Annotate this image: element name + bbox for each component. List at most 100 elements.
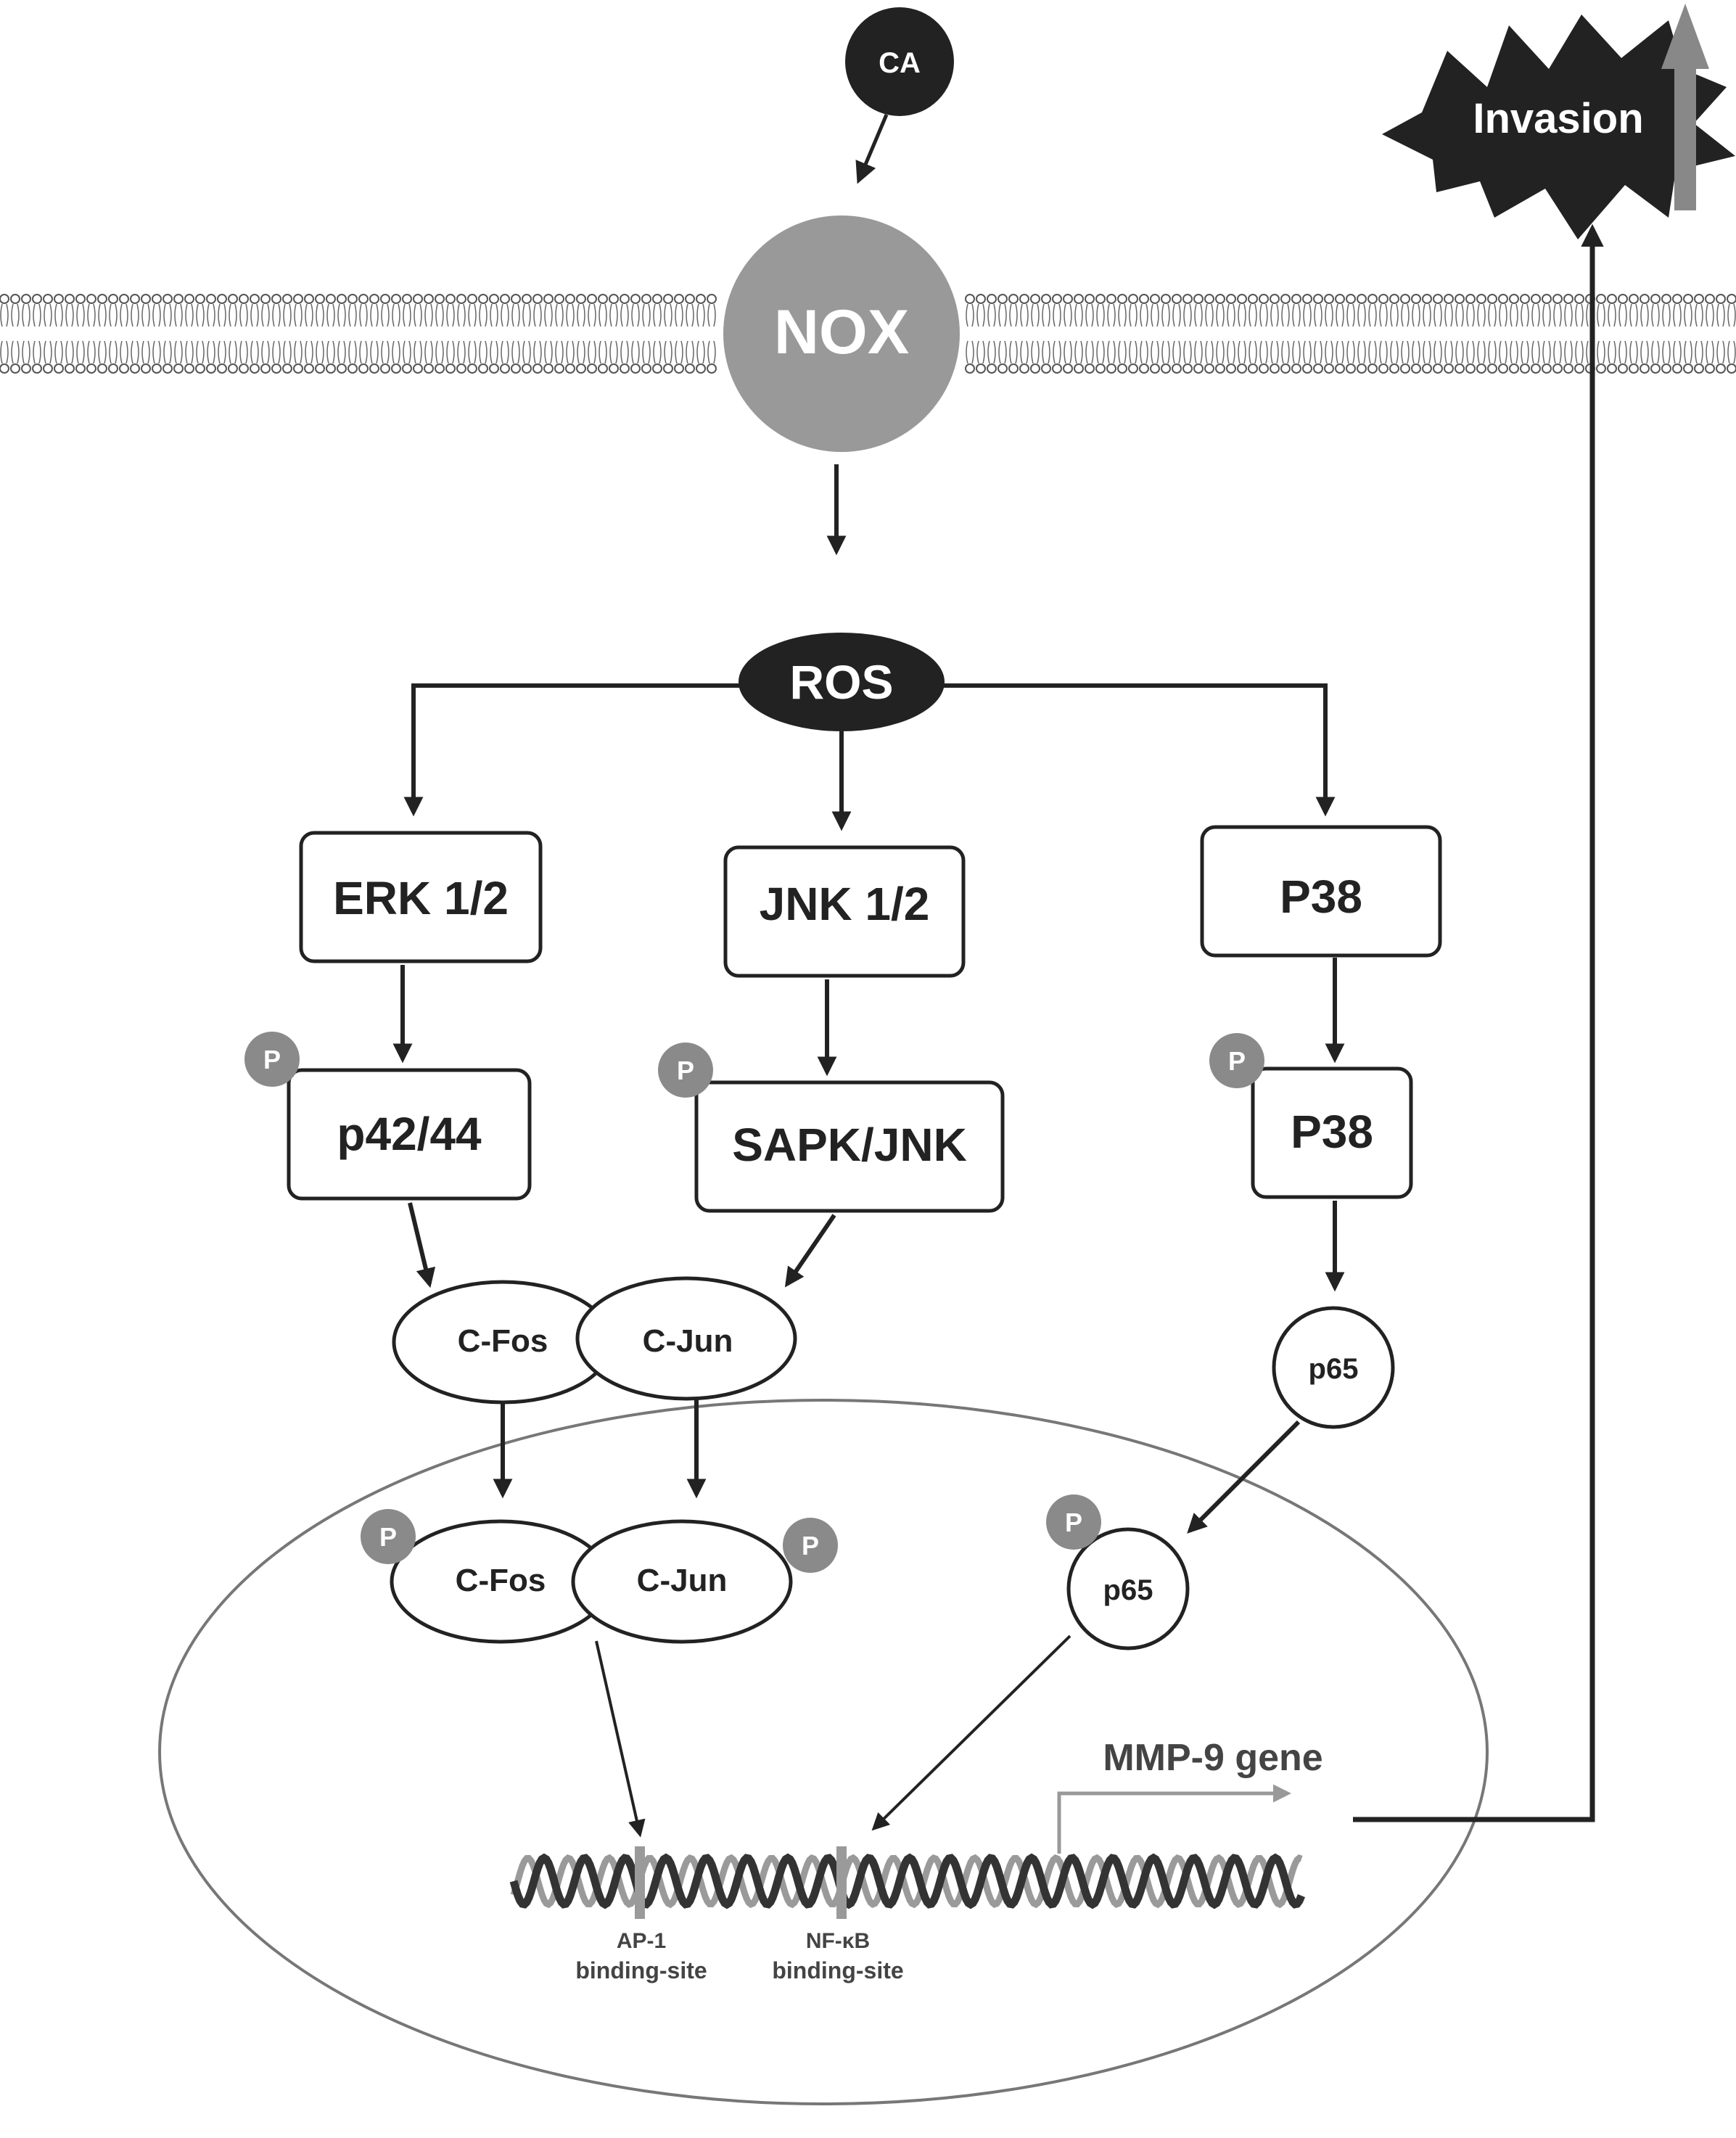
lipid-head bbox=[1237, 363, 1247, 374]
p38-lower-node: P38 bbox=[1251, 1066, 1413, 1199]
lipid-head bbox=[282, 363, 292, 374]
lipid-tail bbox=[1183, 303, 1192, 327]
lipid-head bbox=[663, 363, 673, 374]
ca-label: CA bbox=[879, 47, 921, 79]
lipid-tail bbox=[120, 303, 128, 327]
erk-label: ERK 1/2 bbox=[333, 872, 509, 924]
lipid-head bbox=[1248, 363, 1258, 374]
lipid-tail bbox=[1640, 303, 1649, 327]
lipid-head bbox=[1705, 294, 1715, 304]
lipid-tail bbox=[1608, 340, 1616, 364]
lipid-head bbox=[21, 363, 31, 374]
lipid-tail bbox=[424, 340, 433, 364]
lipid-head bbox=[108, 294, 118, 304]
lipid-tail bbox=[239, 303, 248, 327]
lipid-head bbox=[1313, 294, 1323, 304]
lipid-tail bbox=[1444, 303, 1453, 327]
lipid-tail bbox=[1074, 340, 1083, 364]
lipid-tail bbox=[1085, 303, 1094, 327]
lipid-head bbox=[1019, 363, 1029, 374]
lipid-tail bbox=[1608, 303, 1616, 327]
lipid-tail bbox=[1314, 303, 1322, 327]
lipid-head bbox=[1182, 363, 1193, 374]
lipid-tail bbox=[0, 303, 9, 327]
lipid-head bbox=[1161, 363, 1171, 374]
lipid-tail bbox=[1346, 303, 1355, 327]
arrow-ap1-dna bbox=[595, 1640, 646, 1838]
p38-upper-node: P38 bbox=[1200, 825, 1442, 958]
lipid-tail bbox=[424, 303, 433, 327]
lipid-head bbox=[32, 363, 42, 374]
lipid-head bbox=[358, 294, 369, 304]
lipid-tail bbox=[1096, 340, 1105, 364]
lipid-head bbox=[141, 294, 151, 304]
p65-cyto-node: p65 bbox=[1272, 1306, 1395, 1429]
lipid-head bbox=[21, 294, 31, 304]
lipid-head bbox=[347, 363, 358, 374]
ca-node: CA bbox=[845, 7, 954, 116]
lipid-tail bbox=[1009, 303, 1018, 327]
lipid-tail bbox=[1336, 340, 1344, 364]
lipid-head bbox=[184, 294, 194, 304]
lipid-head bbox=[1270, 294, 1280, 304]
lipid-head bbox=[1694, 294, 1704, 304]
lipid-head bbox=[206, 294, 216, 304]
lipid-tail bbox=[1325, 340, 1333, 364]
lipid-head bbox=[1302, 363, 1312, 374]
lipid-tail bbox=[283, 303, 292, 327]
lipid-tail bbox=[664, 340, 672, 364]
lipid-tail bbox=[174, 340, 183, 364]
phospho-cfos-label: P bbox=[379, 1522, 397, 1552]
lipid-head bbox=[1291, 363, 1301, 374]
sapk-jnk-node: SAPK/JNK bbox=[694, 1080, 1005, 1213]
lipid-tail bbox=[511, 303, 520, 327]
lipid-tail bbox=[1194, 340, 1203, 364]
lipid-head bbox=[271, 294, 281, 304]
lipid-head bbox=[663, 294, 673, 304]
sapk-jnk-label: SAPK/JNK bbox=[732, 1119, 967, 1171]
lipid-tail bbox=[185, 340, 194, 364]
lipid-head bbox=[1280, 363, 1291, 374]
lipid-tail bbox=[976, 340, 985, 364]
lipid-tail bbox=[250, 303, 259, 327]
lipid-head bbox=[1280, 294, 1291, 304]
lipid-tail bbox=[1553, 340, 1562, 364]
lipid-head bbox=[239, 363, 249, 374]
lipid-tail bbox=[392, 303, 400, 327]
lipid-head bbox=[1172, 294, 1182, 304]
lipid-tail bbox=[987, 340, 996, 364]
lipid-tail bbox=[22, 303, 30, 327]
lipid-head bbox=[609, 294, 619, 304]
lipid-tail bbox=[1161, 303, 1170, 327]
lipid-tail bbox=[1488, 340, 1497, 364]
lipid-head bbox=[250, 294, 260, 304]
lipid-tail bbox=[1172, 303, 1181, 327]
lipid-tail bbox=[1281, 303, 1290, 327]
lipid-head bbox=[1030, 363, 1040, 374]
lipid-head bbox=[1552, 294, 1563, 304]
lipid-head bbox=[337, 294, 347, 304]
arrow-mmp9-invasion bbox=[1353, 223, 1604, 1822]
lipid-head bbox=[652, 294, 662, 304]
lipid-head bbox=[685, 294, 695, 304]
lipid-tail bbox=[218, 303, 226, 327]
lipid-tail bbox=[65, 340, 74, 364]
lipid-head bbox=[1661, 294, 1671, 304]
lipid-tail bbox=[131, 340, 139, 364]
lipid-head bbox=[1618, 294, 1628, 304]
phospho-cjun-label: P bbox=[802, 1531, 819, 1561]
lipid-tail bbox=[326, 303, 335, 327]
lipid-tail bbox=[1368, 303, 1377, 327]
lipid-head bbox=[1106, 294, 1116, 304]
lipid-tail bbox=[620, 340, 629, 364]
lipid-tail bbox=[1248, 340, 1257, 364]
lipid-head bbox=[1204, 363, 1214, 374]
lipid-head bbox=[587, 363, 597, 374]
lipid-head bbox=[1346, 363, 1356, 374]
lipid-head bbox=[1650, 363, 1661, 374]
lipid-tail bbox=[566, 303, 575, 327]
lipid-tail bbox=[1412, 340, 1420, 364]
cjun-nuc-label: C-Jun bbox=[637, 1563, 728, 1598]
lipid-tail bbox=[1031, 340, 1040, 364]
phospho-cjun-icon: P bbox=[783, 1518, 838, 1573]
